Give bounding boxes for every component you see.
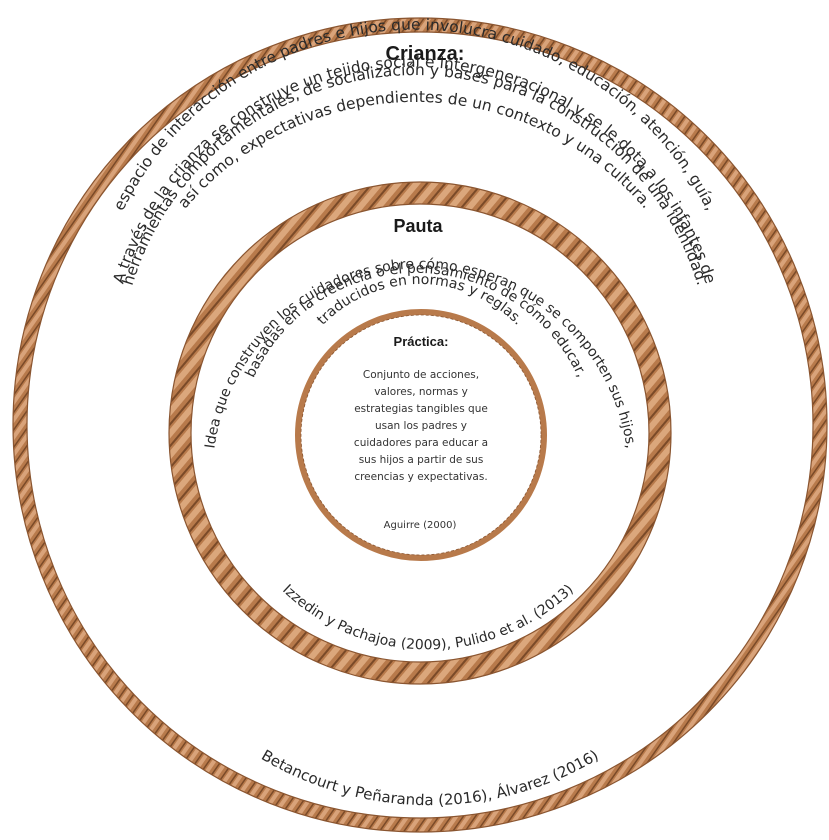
practica-line: estrategias tangibles que xyxy=(354,403,488,415)
crianza-ring-edge-inner xyxy=(26,31,814,819)
pauta-ring-edge-outer xyxy=(168,181,672,685)
crianza-title: Crianza: xyxy=(386,43,465,65)
practica-title: Práctica: xyxy=(394,334,449,349)
practica-ring xyxy=(295,309,547,561)
practica-line: cuidadores para educar a xyxy=(354,437,488,449)
practica-line: sus hijos a partir de sus xyxy=(359,454,484,466)
crianza-ring-edge-outer xyxy=(12,17,828,833)
practica-definition: Conjunto de acciones, valores, normas y … xyxy=(354,369,488,483)
practica-line: valores, normas y xyxy=(374,386,468,398)
crianza-ring xyxy=(13,18,827,832)
practica-line: Conjunto de acciones, xyxy=(363,369,479,381)
practica-line: usan los padres y xyxy=(375,420,467,432)
practica-citation: Aguirre (2000) xyxy=(384,520,457,531)
pauta-ring-edge-inner xyxy=(190,203,650,663)
pauta-title: Pauta xyxy=(393,216,443,236)
practica-ring-edge xyxy=(300,314,542,556)
pauta-ring xyxy=(169,182,671,684)
practica-line: creencias y expectativas. xyxy=(354,471,487,483)
